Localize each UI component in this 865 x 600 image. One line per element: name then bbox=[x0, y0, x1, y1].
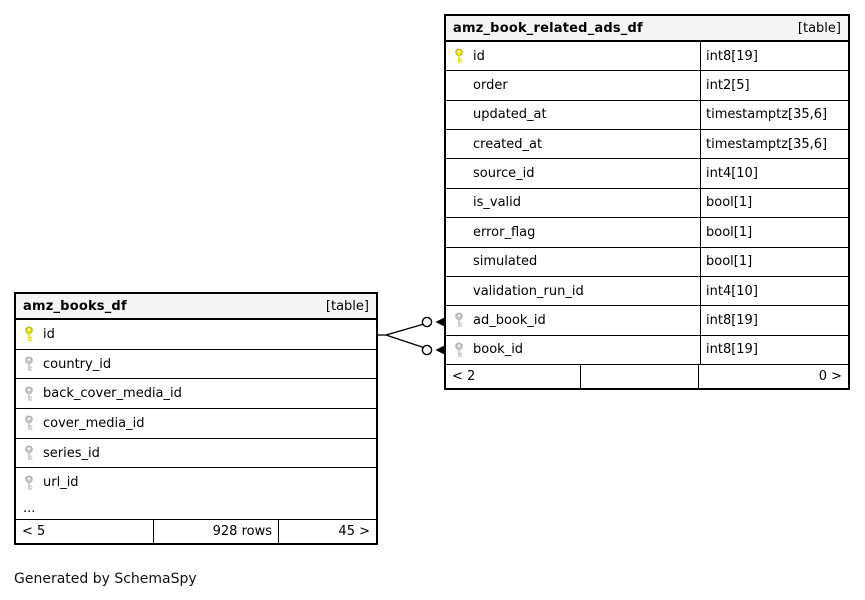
table-row: back_cover_media_id bbox=[16, 379, 376, 410]
table-row: book_id int8[19] bbox=[446, 335, 848, 364]
footer-parents-count: < 2 bbox=[446, 365, 581, 388]
column-type: int8[19] bbox=[700, 335, 848, 364]
arrowhead-marker bbox=[435, 345, 444, 355]
column-name: back_cover_media_id bbox=[43, 386, 182, 402]
column-type: int8[19] bbox=[700, 42, 848, 71]
footer-rows-count: 928 rows bbox=[154, 520, 279, 543]
table-row: updated_at timestamptz[35,6] bbox=[446, 100, 848, 131]
foreign-key-icon bbox=[23, 415, 36, 431]
table-header: amz_books_df [table] bbox=[16, 294, 376, 320]
column-name: error_flag bbox=[473, 224, 536, 240]
column-rows: id country_id back_cover_media_id cover_… bbox=[16, 320, 376, 497]
table-row: id int8[19] bbox=[446, 42, 848, 72]
table-node-amz-book-related-ads-df: amz_book_related_ads_df [table] id int8[… bbox=[444, 14, 850, 390]
foreign-key-icon bbox=[23, 475, 36, 491]
table-row: simulated bool[1] bbox=[446, 247, 848, 277]
column-type: int8[19] bbox=[700, 306, 848, 335]
column-rows: id int8[19] order int2[5] updated_at tim… bbox=[446, 42, 848, 364]
columns-ellipsis: ... bbox=[23, 500, 36, 516]
table-row: is_valid bool[1] bbox=[446, 188, 848, 219]
table-type-badge: [table] bbox=[325, 298, 369, 314]
table-title[interactable]: amz_books_df bbox=[23, 298, 127, 314]
table-row: series_id bbox=[16, 439, 376, 469]
column-name: cover_media_id bbox=[43, 415, 145, 431]
column-type: int4[10] bbox=[700, 276, 848, 306]
column-name: created_at bbox=[473, 136, 543, 152]
column-type: int4[10] bbox=[700, 159, 848, 188]
table-header: amz_book_related_ads_df [table] bbox=[446, 16, 848, 42]
column-name: id bbox=[473, 48, 485, 64]
column-name: updated_at bbox=[473, 107, 547, 123]
table-row: ad_book_id int8[19] bbox=[446, 306, 848, 336]
odot-marker bbox=[421, 316, 433, 328]
foreign-key-icon bbox=[23, 356, 36, 372]
column-type: int2[5] bbox=[700, 71, 848, 100]
footer-children-count: 45 > bbox=[338, 524, 370, 539]
column-name: source_id bbox=[473, 166, 535, 182]
table-row: order int2[5] bbox=[446, 71, 848, 101]
column-type: timestamptz[35,6] bbox=[700, 100, 848, 130]
table-row: error_flag bool[1] bbox=[446, 218, 848, 248]
footer-children-count: 0 > bbox=[818, 369, 842, 384]
odot-marker bbox=[421, 344, 433, 356]
footer-parents-count: < 5 bbox=[16, 520, 154, 543]
arrowhead-marker bbox=[435, 317, 444, 327]
table-type-badge: [table] bbox=[797, 20, 841, 36]
table-node-amz-books-df: amz_books_df [table] id country_id back_… bbox=[14, 292, 378, 545]
foreign-key-icon bbox=[23, 445, 36, 461]
table-title[interactable]: amz_book_related_ads_df bbox=[453, 20, 643, 36]
column-name: order bbox=[473, 78, 508, 94]
table-row: country_id bbox=[16, 350, 376, 380]
column-type: bool[1] bbox=[700, 188, 848, 218]
column-name: id bbox=[43, 326, 55, 342]
table-row: source_id int4[10] bbox=[446, 159, 848, 189]
column-type: bool[1] bbox=[700, 218, 848, 247]
column-name: simulated bbox=[473, 254, 538, 270]
table-row: created_at timestamptz[35,6] bbox=[446, 130, 848, 160]
primary-key-icon bbox=[23, 326, 36, 342]
primary-key-icon bbox=[453, 48, 466, 64]
column-name: validation_run_id bbox=[473, 283, 584, 299]
column-type: bool[1] bbox=[700, 247, 848, 276]
footer-rows-count bbox=[581, 365, 699, 388]
table-row: cover_media_id bbox=[16, 409, 376, 439]
table-row: url_id bbox=[16, 468, 376, 497]
column-name: is_valid bbox=[473, 195, 522, 211]
column-name: book_id bbox=[473, 342, 524, 358]
table-footer: < 2 0 > bbox=[446, 364, 848, 388]
generator-footnote: Generated by SchemaSpy bbox=[14, 571, 197, 587]
table-row: id bbox=[16, 320, 376, 350]
column-name: url_id bbox=[43, 475, 79, 491]
table-row: validation_run_id int4[10] bbox=[446, 276, 848, 307]
table-footer: < 5 928 rows 45 > bbox=[16, 519, 376, 543]
column-name: ad_book_id bbox=[473, 312, 546, 328]
foreign-key-icon bbox=[23, 386, 36, 402]
foreign-key-icon bbox=[453, 312, 466, 328]
column-type: timestamptz[35,6] bbox=[700, 130, 848, 159]
foreign-key-icon bbox=[453, 342, 466, 358]
relationship-connector bbox=[378, 316, 444, 356]
column-name: series_id bbox=[43, 445, 100, 461]
column-name: country_id bbox=[43, 356, 112, 372]
